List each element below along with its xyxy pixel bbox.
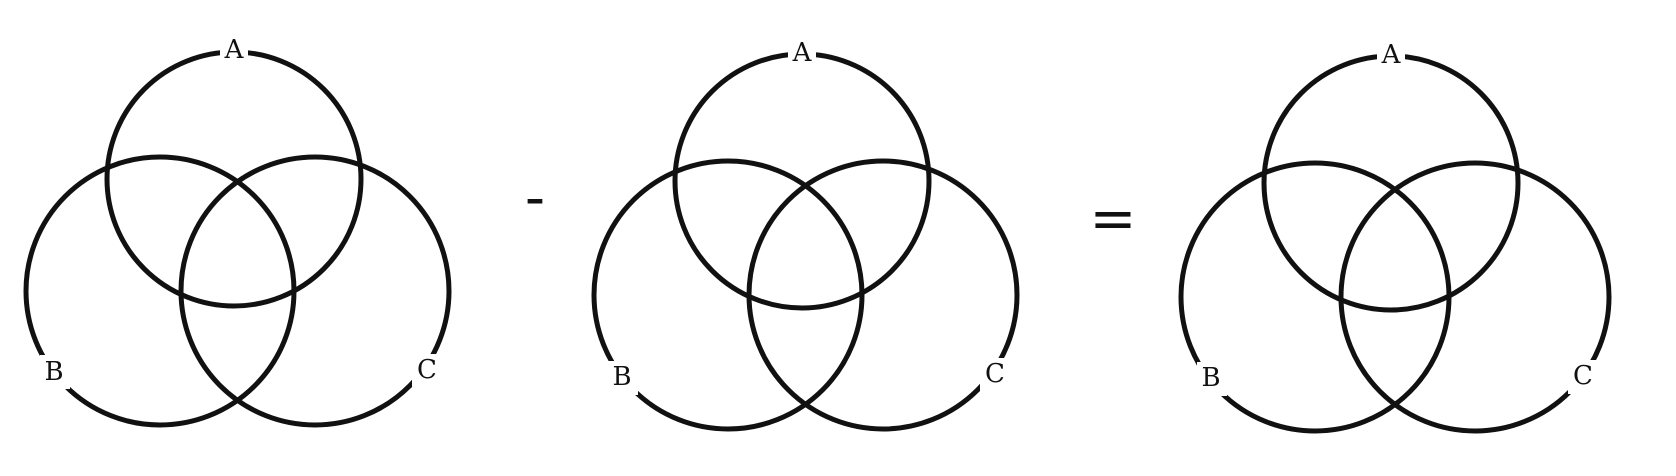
venn-diagram-1: A B C [23,34,452,428]
label-c: C [985,359,1005,389]
circle-b [1178,160,1452,434]
label-a: A [224,35,245,65]
circle-a [1261,53,1521,313]
venn-diagram-2: A B C [591,37,1020,432]
label-b: B [1201,363,1220,393]
label-a: A [1381,40,1402,70]
minus-operator: - [525,166,545,231]
circle-c [178,154,452,428]
label-b: B [612,362,631,392]
label-a: A [792,38,813,68]
circle-b [591,158,865,432]
label-c: C [1573,361,1593,391]
label-c: C [417,355,437,385]
label-b: B [44,357,63,387]
venn-diagram-3: A B C [1178,39,1612,434]
equals-operator: = [1090,187,1137,252]
circle-c [1338,160,1612,434]
circle-c [746,158,1020,432]
circle-b [23,154,297,428]
